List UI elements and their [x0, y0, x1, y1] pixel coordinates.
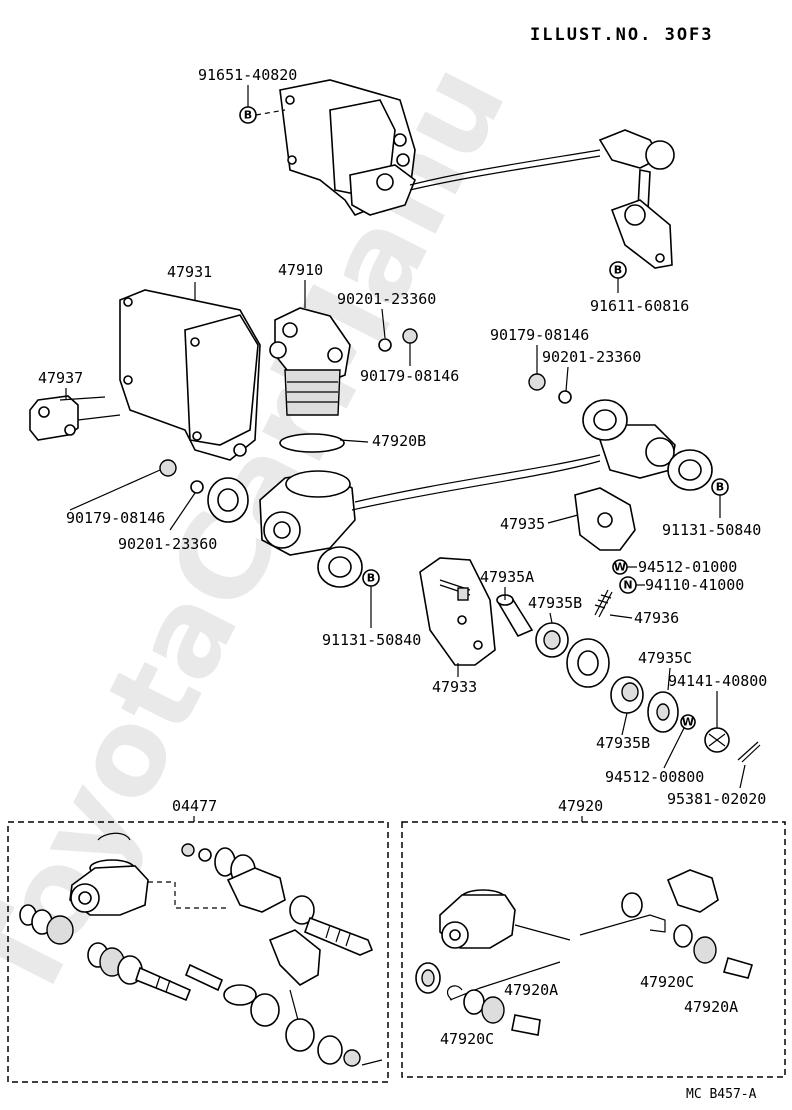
label-94512-00800: 94512-00800 — [605, 768, 704, 786]
label-94141-40800: 94141-40800 — [668, 672, 767, 690]
label-47935b-b: 47935B — [596, 734, 650, 752]
badge-b-text: B — [614, 264, 622, 277]
kit-04477-box — [7, 821, 389, 1083]
kit-47920-box — [401, 821, 786, 1078]
badge-w-text: W — [682, 716, 694, 729]
label-90179-08146-a: 90179-08146 — [360, 367, 459, 385]
kit-04477-label: 04477 — [172, 797, 217, 815]
kit-47920-parts — [415, 869, 754, 1036]
badge-w-icon — [680, 714, 696, 730]
label-90201-23360-a: 90201-23360 — [337, 290, 436, 308]
label-47910: 47910 — [278, 261, 323, 279]
label-91651-40820: 91651-40820 — [198, 66, 297, 84]
label-94512-01000: 94512-01000 — [638, 558, 737, 576]
label-95381-02020: 95381-02020 — [667, 790, 766, 808]
label-47933: 47933 — [432, 678, 477, 696]
badge-b-text: B — [244, 109, 252, 122]
label-94110-41000: 94110-41000 — [645, 576, 744, 594]
label-47920a-b: 47920A — [684, 998, 738, 1016]
badge-b-text: B — [367, 572, 375, 585]
label-47935a: 47935A — [480, 568, 534, 586]
label-90201-23360-c: 90201-23360 — [118, 535, 217, 553]
badge-b-text: B — [716, 481, 724, 494]
middle-assembly — [29, 289, 713, 588]
label-91611-60816: 91611-60816 — [590, 297, 689, 315]
label-91131-50840-b: 91131-50840 — [322, 631, 421, 649]
label-47931: 47931 — [167, 263, 212, 281]
label-90201-23360-b: 90201-23360 — [542, 348, 641, 366]
kit-47920-label: 47920 — [558, 797, 603, 815]
label-91131-50840-a: 91131-50840 — [662, 521, 761, 539]
label-47920b: 47920B — [372, 432, 426, 450]
illust-number: ILLUST.NO. 3OF3 — [530, 25, 714, 45]
label-47920c-b: 47920C — [640, 973, 694, 991]
kit-04477-parts — [19, 832, 383, 1067]
label-47936: 47936 — [634, 609, 679, 627]
label-90179-08146-c: 90179-08146 — [66, 509, 165, 527]
label-47937: 47937 — [38, 369, 83, 387]
badge-n-text: N — [623, 579, 632, 592]
badge-w-text: W — [614, 561, 626, 574]
top-assembly — [279, 79, 675, 269]
label-47935c: 47935C — [638, 649, 692, 667]
label-47935b-a: 47935B — [528, 594, 582, 612]
label-47935: 47935 — [500, 515, 545, 533]
diagram-code: MC B457-A — [686, 1087, 757, 1102]
label-90179-08146-b: 90179-08146 — [490, 326, 589, 344]
lower-cluster — [419, 487, 761, 763]
label-47920c-a: 47920C — [440, 1030, 494, 1048]
label-47920a-a: 47920A — [504, 981, 558, 999]
